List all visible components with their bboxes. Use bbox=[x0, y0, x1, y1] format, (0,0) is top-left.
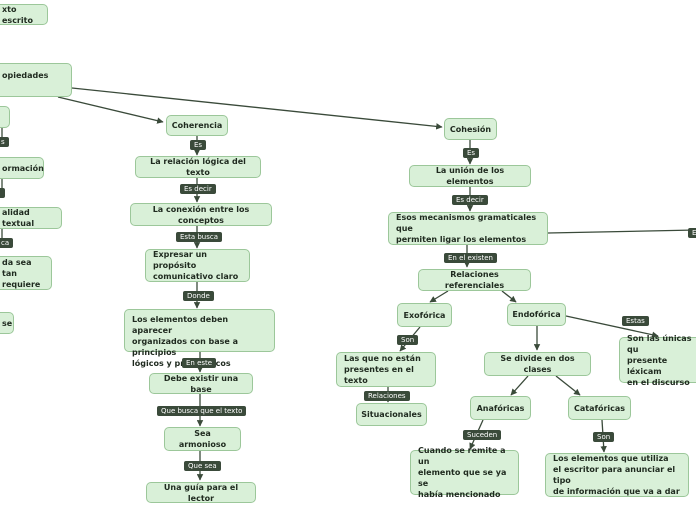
node-proposito[interactable]: Expresar un propósito comunicativo claro bbox=[145, 249, 250, 282]
edge-label-left-2 bbox=[0, 188, 5, 198]
edge-propiedades-cohesion bbox=[71, 87, 443, 130]
node-utiliza[interactable]: Los elementos que utiliza el escritor pa… bbox=[545, 453, 689, 497]
edge-divide-ana bbox=[510, 375, 529, 396]
edge-rel-exo bbox=[429, 290, 449, 303]
edge-label-es-decir-1: Es decir bbox=[180, 184, 216, 194]
node-cataforicas[interactable]: Catafóricas bbox=[568, 396, 631, 420]
edge-label-que-sea: Que sea bbox=[184, 461, 221, 471]
edge-divide-cata bbox=[555, 375, 581, 396]
node-no-estan[interactable]: Las que no están presentes en el texto bbox=[336, 352, 436, 387]
node-cohesion[interactable]: Cohesión bbox=[444, 118, 497, 140]
edge-label-suceden: Suceden bbox=[463, 430, 502, 440]
edge-label-son-exoforica: Son bbox=[397, 335, 419, 345]
node-se[interactable]: se bbox=[0, 312, 14, 334]
node-conexion-conceptos[interactable]: La conexión entre los conceptos bbox=[130, 203, 272, 226]
edge-endo-unicas bbox=[565, 315, 659, 338]
edge-label-en-el-existen: En el existen bbox=[444, 253, 497, 263]
node-coherencia[interactable]: Coherencia bbox=[166, 115, 228, 136]
node-relaciones-referenciales[interactable]: Relaciones referenciales bbox=[418, 269, 531, 291]
edge-label-es-decir-2: Es decir bbox=[452, 195, 488, 205]
node-base[interactable]: Debe existir una base bbox=[149, 373, 253, 394]
node-situacionales[interactable]: Situacionales bbox=[356, 403, 427, 426]
edge-label-donde: Donde bbox=[183, 291, 214, 301]
node-elementos-aparecer[interactable]: Los elementos deben aparecer organizados… bbox=[124, 309, 275, 368]
edge-label-es-coherencia: Es bbox=[190, 140, 207, 150]
node-divide-clases[interactable]: Se divide en dos clases bbox=[484, 352, 591, 376]
edge-propiedades-coherencia bbox=[57, 96, 164, 124]
node-informacion[interactable]: ormación bbox=[0, 157, 44, 179]
node-guia-lector[interactable]: Una guía para el lector bbox=[146, 482, 256, 503]
node-left-1[interactable] bbox=[0, 106, 10, 128]
edge-rel-endo bbox=[501, 290, 517, 303]
edge-label-estas: Estas bbox=[622, 316, 649, 326]
edge-cohesion-3 bbox=[547, 229, 696, 234]
edge-label-que-busca: Que busca que el texto bbox=[157, 406, 247, 416]
node-union-elementos[interactable]: La unión de los elementos bbox=[409, 165, 531, 187]
node-remite[interactable]: Cuando se remite a un elemento que se ya… bbox=[410, 446, 519, 499]
node-mecanismos[interactable]: Esos mecanismos gramaticales que permite… bbox=[388, 212, 548, 245]
edge-label-es-cohesion: Es bbox=[463, 148, 480, 158]
edge-label-en-este: En este bbox=[182, 358, 217, 368]
node-sea-tan[interactable]: da sea tan requiere bbox=[0, 256, 52, 290]
node-anaforicas[interactable]: Anafóricas bbox=[470, 396, 531, 420]
edge-label-es-right: Es bbox=[688, 228, 696, 238]
node-relacion-logica[interactable]: La relación lógica del texto bbox=[135, 156, 261, 178]
edge-label-ca: ca bbox=[0, 238, 14, 248]
edge-label-s: s bbox=[0, 137, 9, 147]
node-textualidad[interactable]: alidad textual bbox=[0, 207, 62, 229]
node-propiedades[interactable]: opiedades bbox=[0, 63, 72, 97]
node-texto-escrito[interactable]: xto escrito bbox=[0, 4, 48, 25]
node-endoforica[interactable]: Endofórica bbox=[507, 303, 566, 326]
node-exoforica[interactable]: Exofórica bbox=[397, 303, 452, 327]
edge-label-son-cataforicas: Son bbox=[593, 432, 615, 442]
edge-label-esta-busca: Esta busca bbox=[176, 232, 222, 242]
node-armonioso[interactable]: Sea armonioso bbox=[164, 427, 241, 451]
node-unicas[interactable]: Son las únicas qu presente léxicam en el… bbox=[619, 334, 696, 387]
edge-label-relaciones: Relaciones bbox=[364, 391, 410, 401]
